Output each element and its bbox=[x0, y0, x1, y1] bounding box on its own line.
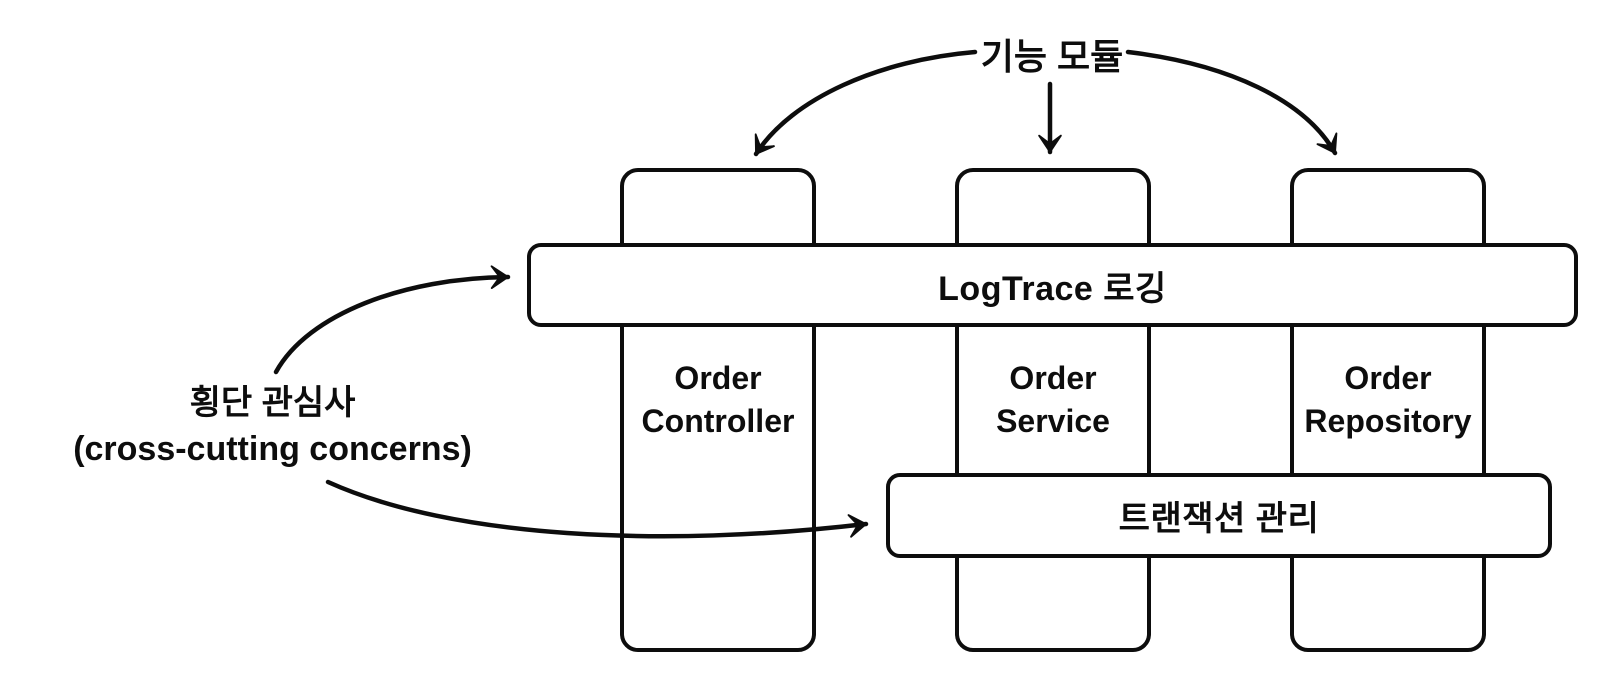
transaction-bar-label: 트랜잭션 관리 bbox=[1118, 500, 1320, 538]
module-label-order-controller: Order Controller bbox=[641, 360, 795, 439]
arrow-function-module-to-repository bbox=[1125, 49, 1338, 156]
arrow-concerns-to-logtrace bbox=[273, 265, 511, 375]
cross-cutting-bar-transaction: 트랜잭션 관리 bbox=[886, 473, 1552, 558]
cross-cutting-concerns-label: 횡단 관심사 (cross-cutting concerns) bbox=[73, 384, 472, 468]
module-label-order-repository: Order Repository bbox=[1304, 360, 1472, 439]
functional-module-label: 기능 모듈 bbox=[980, 36, 1124, 77]
cross-cutting-bar-logtrace: LogTrace 로깅 bbox=[527, 243, 1578, 327]
logtrace-bar-label: LogTrace 로깅 bbox=[938, 269, 1167, 308]
arrow-function-module-to-controller bbox=[753, 49, 978, 157]
module-label-order-service: Order Service bbox=[996, 360, 1110, 439]
